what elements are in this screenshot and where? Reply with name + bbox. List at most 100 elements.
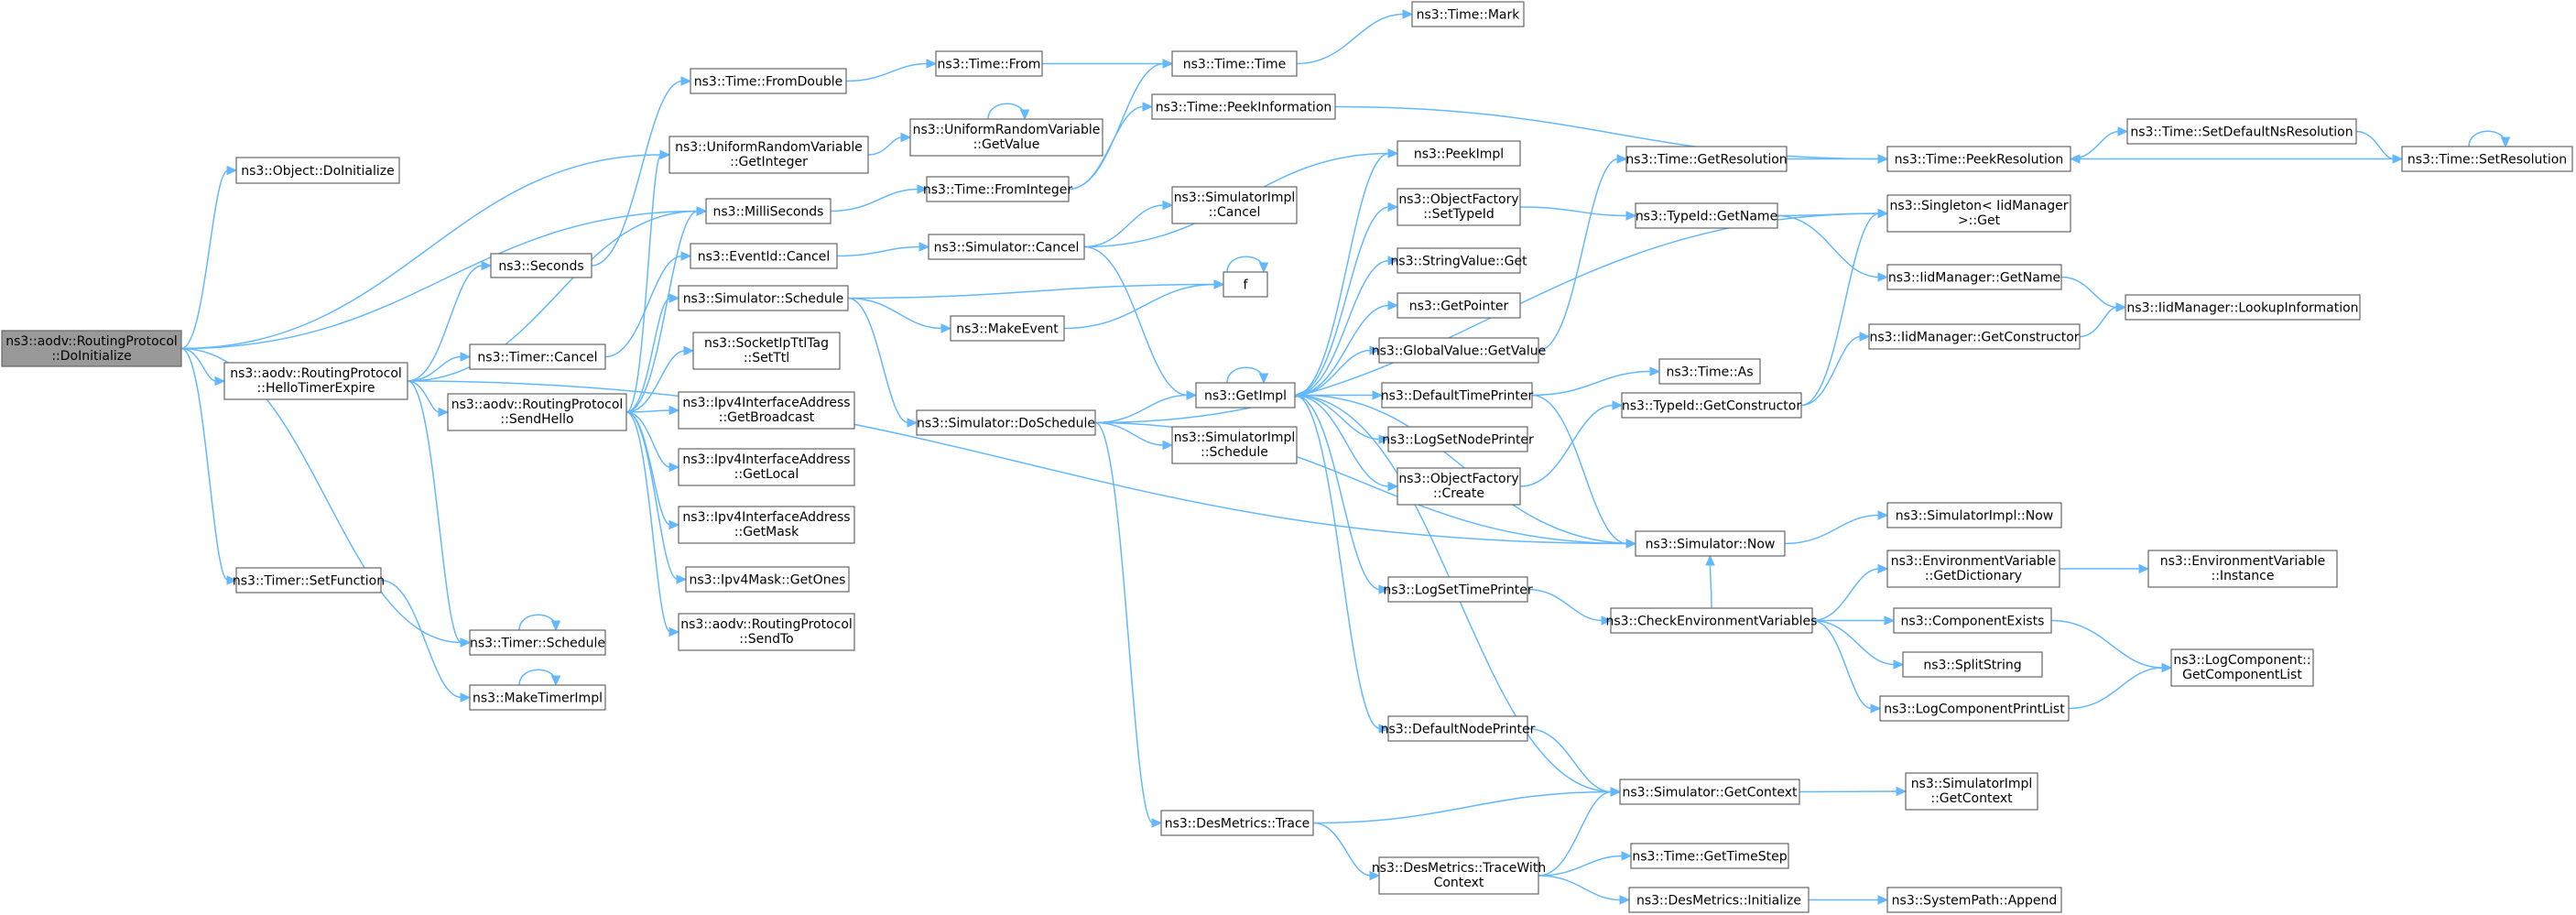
edge-envgetdict-envinst	[2060, 563, 2150, 574]
node-gvgetval[interactable]: ns3::GlobalValue::GetValue	[1372, 337, 1546, 364]
node-mkevent[interactable]: ns3::MakeEvent	[950, 315, 1065, 342]
node-getones[interactable]: ns3::Ipv4Mask::GetOnes	[685, 566, 850, 593]
edge-getimpl-gvgetval	[1294, 345, 1381, 397]
node-evcancel[interactable]: ns3::EventId::Cancel	[690, 243, 838, 269]
node-peekres[interactable]: ns3::Time::PeekResolution	[1886, 146, 2071, 172]
node-label: ::Instance	[2212, 569, 2275, 583]
node-envinst[interactable]: ns3::EnvironmentVariable::Instance	[2147, 550, 2338, 588]
node-box	[2126, 118, 2357, 145]
node-label: ns3::DesMetrics::TraceWith	[1372, 861, 1546, 876]
node-defnp[interactable]: ns3::DefaultNodePrinter	[1381, 715, 1536, 742]
node-label: ns3::Seconds	[498, 259, 583, 274]
node-ipv4mask[interactable]: ns3::Ipv4InterfaceAddress::GetMask	[678, 506, 855, 544]
node-peekimpl[interactable]: ns3::PeekImpl	[1397, 140, 1521, 167]
node-box	[1886, 502, 2062, 528]
node-ipv4local[interactable]: ns3::Ipv4InterfaceAddress::GetLocal	[678, 448, 855, 486]
node-simigetctx[interactable]: ns3::SimulatorImpl::GetContext	[1905, 772, 2038, 811]
node-label: ns3::Timer::Cancel	[477, 351, 597, 365]
node-box	[1387, 715, 1528, 742]
node-iidlookup[interactable]: ns3::IidManager::LookupInformation	[2125, 294, 2361, 321]
node-simisched[interactable]: ns3::SimulatorImpl::Schedule	[1171, 426, 1298, 464]
node-simcancel[interactable]: ns3::Simulator::Cancel	[928, 234, 1085, 260]
node-ipv4bc[interactable]: ns3::Ipv4InterfaceAddress::GetBroadcast	[678, 391, 855, 430]
edge-millis-fromint	[830, 184, 929, 212]
node-tidgetctor[interactable]: ns3::TypeId::GetConstructor	[1621, 392, 1802, 419]
node-singleton[interactable]: ns3::Singleton< IidManager>::Get	[1886, 194, 2071, 233]
node-tgetres[interactable]: ns3::Time::GetResolution	[1625, 146, 1788, 172]
node-label: ns3::Simulator::GetContext	[1622, 786, 1798, 801]
node-seconds[interactable]: ns3::Seconds	[490, 253, 592, 278]
node-envgetdict[interactable]: ns3::EnvironmentVariable::GetDictionary	[1886, 550, 2060, 588]
node-label: ns3::ComponentExists	[1901, 615, 2045, 629]
node-box	[678, 391, 855, 430]
node-tsched[interactable]: ns3::Timer::Schedule	[469, 629, 606, 656]
node-peekinfo[interactable]: ns3::Time::PeekInformation	[1151, 93, 1336, 120]
node-siminow[interactable]: ns3::SimulatorImpl::Now	[1886, 502, 2062, 528]
node-tcancel[interactable]: ns3::Timer::Cancel	[469, 343, 606, 370]
node-simsched[interactable]: ns3::Simulator::Schedule	[678, 285, 849, 311]
node-label: ns3::SimulatorImpl	[1911, 777, 2033, 791]
node-simnow[interactable]: ns3::Simulator::Now	[1635, 530, 1786, 557]
node-root[interactable]: ns3::aodv::RoutingProtocol::DoInitialize	[1, 330, 182, 367]
node-label: ns3::GlobalValue::GetValue	[1372, 344, 1546, 359]
node-box	[705, 198, 831, 224]
node-urvgetint[interactable]: ns3::UniformRandomVariable::GetInteger	[668, 136, 869, 174]
node-getimpl[interactable]: ns3::GetImpl	[1195, 382, 1296, 408]
node-simicancel[interactable]: ns3::SimulatorImpl::Cancel	[1171, 186, 1298, 224]
node-urvgetval[interactable]: ns3::UniformRandomVariable::GetValue	[909, 118, 1103, 157]
node-doinit[interactable]: ns3::Object::DoInitialize	[235, 157, 400, 184]
edge-compexists-lcgetcl	[2050, 619, 2173, 673]
node-box	[1886, 264, 2062, 290]
node-tfrom[interactable]: ns3::Time::From	[935, 50, 1043, 77]
node-ofsettid[interactable]: ns3::ObjectFactory::SetTypeId	[1397, 188, 1521, 226]
node-label: ns3::Time::PeekInformation	[1156, 101, 1332, 115]
node-deftp[interactable]: ns3::DefaultTimePrinter	[1381, 382, 1534, 408]
node-ofcreate[interactable]: ns3::ObjectFactory::Create	[1397, 467, 1521, 506]
edge-setres-peekres	[2069, 154, 2402, 164]
node-box	[1628, 887, 1810, 913]
node-f[interactable]: f	[1223, 271, 1268, 298]
node-tidgetname[interactable]: ns3::TypeId::GetName	[1635, 202, 1778, 229]
node-fromint[interactable]: ns3::Time::FromInteger	[923, 176, 1072, 202]
node-iidgetctor[interactable]: ns3::IidManager::GetConstructor	[1868, 323, 2081, 350]
node-tmark[interactable]: ns3::Time::Mark	[1411, 1, 1525, 27]
node-dmtrace[interactable]: ns3::DesMetrics::Trace	[1160, 810, 1314, 836]
node-setres[interactable]: ns3::Time::SetResolution	[2401, 146, 2573, 172]
node-dosched[interactable]: ns3::Simulator::DoSchedule	[916, 409, 1096, 436]
node-setdefns[interactable]: ns3::Time::SetDefaultNsResolution	[2126, 118, 2357, 145]
node-sendto[interactable]: ns3::aodv::RoutingProtocol::SendTo	[678, 613, 855, 651]
node-sysappend[interactable]: ns3::SystemPath::Append	[1886, 887, 2062, 913]
node-iidgetname[interactable]: ns3::IidManager::GetName	[1886, 264, 2062, 290]
node-hello[interactable]: ns3::aodv::RoutingProtocol::HelloTimerEx…	[223, 362, 408, 400]
node-compexists[interactable]: ns3::ComponentExists	[1893, 607, 2052, 634]
edge-hello-seconds	[407, 260, 493, 382]
node-box	[935, 50, 1043, 77]
edge-dmtrace-dmtwc	[1312, 822, 1381, 881]
node-millis[interactable]: ns3::MilliSeconds	[705, 198, 831, 224]
node-simgetctx[interactable]: ns3::Simulator::GetContext	[1619, 779, 1800, 805]
node-box	[678, 506, 855, 544]
node-tgetts[interactable]: ns3::Time::GetTimeStep	[1630, 843, 1789, 869]
node-logsnp[interactable]: ns3::LogSetNodePrinter	[1382, 426, 1534, 452]
node-sendhello[interactable]: ns3::aodv::RoutingProtocol::SendHello	[447, 393, 627, 431]
node-tas[interactable]: ns3::Time::As	[1658, 358, 1761, 385]
node-dminit[interactable]: ns3::DesMetrics::Initialize	[1628, 887, 1810, 913]
node-mkti[interactable]: ns3::MakeTimerImpl	[469, 684, 606, 711]
node-checkenv[interactable]: ns3::CheckEnvironmentVariables	[1606, 607, 1818, 634]
node-lcgetcl[interactable]: ns3::LogComponent::GetComponentList	[2170, 648, 2314, 687]
node-ttime[interactable]: ns3::Time::Time	[1171, 50, 1298, 77]
edge-sendhello-ipv4bc	[625, 405, 680, 416]
edge-getimpl-getimpl	[1226, 366, 1269, 385]
node-logcpl[interactable]: ns3::LogComponentPrintList	[1879, 695, 2070, 722]
node-logstp[interactable]: ns3::LogSetTimePrinter	[1383, 576, 1533, 603]
edge-dmtwc-simgetctx	[1538, 787, 1622, 877]
node-fromdouble[interactable]: ns3::Time::FromDouble	[690, 68, 847, 94]
node-sockttl[interactable]: ns3::SocketIpTtlTag::SetTtl	[692, 332, 841, 370]
node-getptr[interactable]: ns3::GetPointer	[1397, 292, 1521, 319]
node-setfunc[interactable]: ns3::Timer::SetFunction	[233, 567, 385, 594]
node-label: ::Schedule	[1201, 445, 1268, 460]
node-splitstr[interactable]: ns3::SplitString	[1902, 651, 2043, 678]
node-strvalget[interactable]: ns3::StringValue::Get	[1390, 247, 1527, 274]
